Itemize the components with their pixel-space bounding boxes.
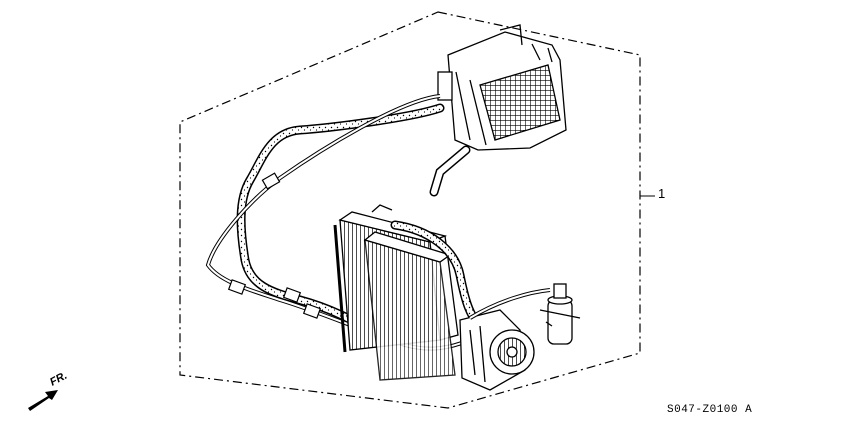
diagram-code: S047-Z0100 A: [667, 404, 753, 416]
part-callout-number: 1: [658, 186, 666, 201]
compressor: [459, 309, 535, 391]
front-direction-arrow: [28, 390, 58, 411]
condenser-fan: [363, 231, 456, 381]
receiver-dryer: [539, 283, 581, 345]
dryer-line: [468, 288, 551, 320]
evaporator-unit: [437, 24, 567, 151]
suction-hose: [236, 103, 445, 335]
hose-clamps: [227, 172, 322, 319]
kit-boundary-outline: [179, 11, 641, 409]
